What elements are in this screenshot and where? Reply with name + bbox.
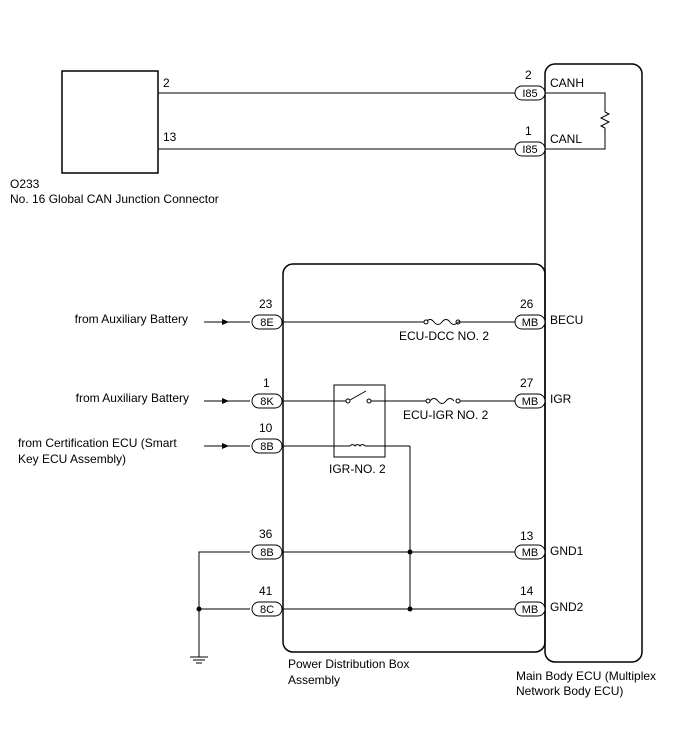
junction-dot — [196, 606, 202, 612]
connector-i85-canh — [514, 85, 546, 101]
pin-igr-label: IGR — [550, 392, 572, 406]
resistor-lead-top — [545, 92, 606, 112]
pin-23-number: 23 — [259, 297, 273, 311]
connector-mb-becu — [514, 314, 546, 330]
arrow-right-icon — [222, 319, 229, 325]
relay-coil-icon — [349, 444, 366, 447]
relay-contact-icon — [345, 398, 351, 404]
main-body-ecu-box — [544, 63, 643, 663]
junction-pin-canh: 2 — [163, 76, 170, 90]
connector-mb-gnd1-label: MB — [522, 547, 539, 559]
main-ecu-name-line2: Network Body ECU) — [516, 684, 623, 698]
fuse-ecu-dcc-icon — [425, 319, 451, 325]
connector-8b-gnd-label: 8B — [260, 547, 273, 559]
junction-dot — [407, 606, 413, 612]
pin-gnd2-label: GND2 — [550, 600, 584, 614]
pin-canl-number: 1 — [525, 124, 532, 138]
junction-code: O233 — [10, 177, 40, 191]
arrow-right-icon — [222, 443, 229, 449]
ground-icon — [190, 656, 208, 664]
wire-ground-gnd1 — [198, 551, 250, 657]
pin-1-number: 1 — [263, 376, 270, 390]
termination-resistor-icon — [599, 111, 611, 129]
resistor-lead-bottom — [545, 128, 606, 150]
pin-igr-number: 27 — [520, 376, 534, 390]
connector-mb-gnd2-label: MB — [522, 604, 539, 616]
connector-8b-coil-label: 8B — [260, 441, 273, 453]
source-aux-battery-1: from Auxiliary Battery — [75, 312, 188, 326]
connector-8k-label: 8K — [260, 396, 274, 408]
source-certification-line2: Key ECU Assembly) — [18, 452, 126, 466]
pdb-name-line2: Assembly — [288, 673, 340, 687]
pin-gnd1-number: 13 — [520, 529, 534, 543]
pin-gnd1-label: GND1 — [550, 544, 584, 558]
junction-dot — [407, 549, 413, 555]
fuse-ecu-igr-icon — [429, 398, 455, 404]
pin-canh-number: 2 — [525, 68, 532, 82]
pin-10-number: 10 — [259, 421, 273, 435]
relay-contact-icon — [366, 398, 372, 404]
arrow-right-icon — [222, 398, 229, 404]
relay-igr-label: IGR-NO. 2 — [329, 462, 386, 476]
connector-8e-label: 8E — [260, 317, 273, 329]
junction-pin-canl: 13 — [163, 130, 177, 144]
fuse-ecu-dcc-label: ECU-DCC NO. 2 — [399, 329, 489, 343]
connector-8c-label: 8C — [260, 604, 274, 616]
connector-mb-gnd2 — [514, 601, 546, 617]
connector-mb-igr-label: MB — [522, 396, 539, 408]
pin-becu-label: BECU — [550, 313, 583, 327]
fuse-ecu-dcc-icon-tail — [449, 321, 459, 325]
connector-mb-becu-label: MB — [522, 317, 539, 329]
connector-i85-canl-label: I85 — [522, 144, 537, 156]
connector-i85-canl — [514, 141, 546, 157]
fuse-ecu-igr-label: ECU-IGR NO. 2 — [403, 408, 489, 422]
source-certification-line1: from Certification ECU (Smart — [18, 436, 177, 450]
connector-mb-igr — [514, 393, 546, 409]
main-ecu-name-line1: Main Body ECU (Multiplex — [516, 669, 656, 683]
relay-igr-box — [333, 384, 386, 458]
connector-mb-gnd1 — [514, 544, 546, 560]
pin-gnd2-number: 14 — [520, 584, 534, 598]
connector-i85-canh-label: I85 — [522, 88, 537, 100]
pin-canh-label: CANH — [550, 76, 584, 90]
power-distribution-box — [282, 263, 546, 653]
fuse-terminal-icon — [423, 319, 429, 325]
pdb-name-line1: Power Distribution Box — [288, 657, 409, 671]
pin-36-number: 36 — [259, 527, 273, 541]
relay-switch-icon — [349, 390, 367, 401]
junction-name: No. 16 Global CAN Junction Connector — [10, 192, 219, 206]
fuse-terminal-icon — [455, 398, 461, 404]
junction-connector-box — [61, 70, 159, 174]
pin-41-number: 41 — [259, 584, 273, 598]
pin-becu-number: 26 — [520, 297, 534, 311]
pin-canl-label: CANL — [550, 132, 582, 146]
fuse-terminal-icon — [425, 398, 431, 404]
source-aux-battery-2: from Auxiliary Battery — [76, 391, 189, 405]
